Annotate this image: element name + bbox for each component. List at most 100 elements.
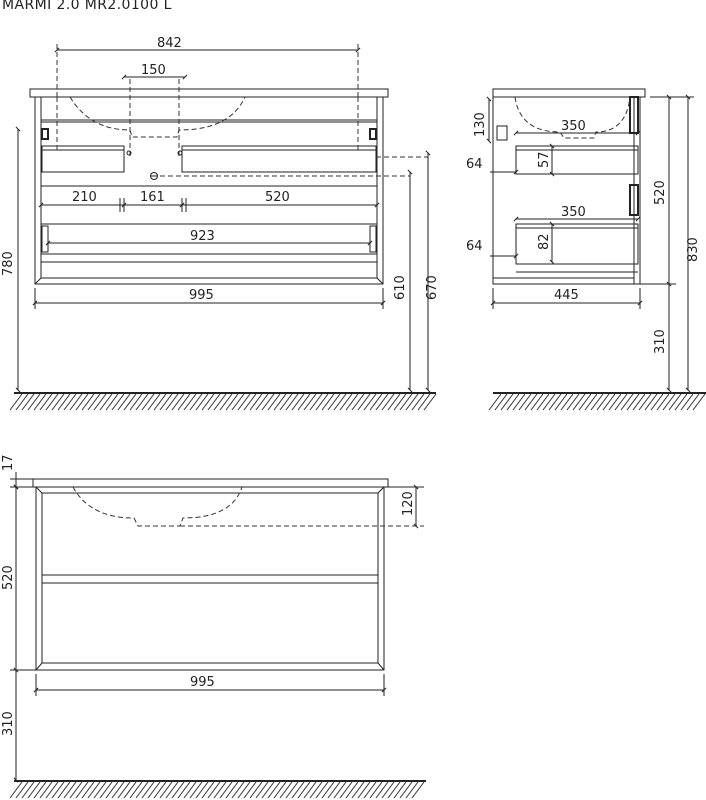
floor-hatch-line (183, 781, 197, 799)
floor-hatch-line (662, 393, 676, 411)
floor-hatch-line (327, 781, 341, 799)
floor-hatch-line (267, 393, 281, 411)
floor-hatch-line (357, 781, 371, 799)
floor-hatch-line (363, 393, 377, 411)
floor-hatch-line (63, 393, 77, 411)
floor-hatch-line (297, 393, 311, 411)
floor-hatch-line (602, 393, 616, 411)
floor-hatch-line (387, 781, 401, 799)
floor-hatch-line (351, 781, 365, 799)
dim-150: 150 (141, 63, 166, 78)
floor-hatch-line (399, 393, 413, 411)
floor-hatch-line (333, 393, 347, 411)
dim-780: 780 (1, 251, 16, 276)
floor-hatch-line (237, 781, 251, 799)
floor-hatch-line (321, 781, 335, 799)
dim-161: 161 (140, 190, 165, 205)
drain-icon (150, 172, 158, 180)
floor-hatch-line (566, 393, 580, 411)
side-countertop (492, 88, 646, 98)
floor-hatch-line (381, 781, 395, 799)
dim-520: 520 (265, 190, 290, 205)
floor-hatch-line (171, 393, 185, 411)
floor-hatch-line (51, 781, 65, 799)
floor-hatch-line (9, 781, 23, 799)
floor-hatch-line (129, 781, 143, 799)
floor-hatch-line (27, 393, 41, 411)
floor-hatch-line (309, 393, 323, 411)
floor-hatch-line (644, 393, 658, 411)
floor-hatch-line (201, 393, 215, 411)
floor-hatch-line (177, 781, 191, 799)
floor-hatch-line (291, 781, 305, 799)
floor-hatch-line (315, 393, 329, 411)
floor-hatch-line (75, 393, 89, 411)
floor-hatch-line (165, 393, 179, 411)
floor-hatch-line (87, 781, 101, 799)
side-view: 350 130 57 64 350 82 64 445 520 310 830 (466, 88, 706, 411)
floor-hatch-line (57, 393, 71, 411)
floor-hatch-line (339, 393, 353, 411)
floor-hatch-line (423, 393, 437, 411)
floor-hatch-line (207, 781, 221, 799)
floor-hatch-line (321, 393, 335, 411)
floor-hatch-line (135, 781, 149, 799)
floor-hatch-line (111, 781, 125, 799)
floor-hatch-line (171, 781, 185, 799)
floor-hatch-line (105, 781, 119, 799)
front2-dim-17: 17 (1, 454, 16, 471)
floor-hatch-line (141, 781, 155, 799)
floor-hatch-line (686, 393, 700, 411)
floor-hatch-line (375, 393, 389, 411)
floor-hatch-line (105, 393, 119, 411)
floor-hatch-line (87, 393, 101, 411)
side-dim-82: 82 (537, 233, 552, 250)
floor-hatch-line (75, 781, 89, 799)
floor-hatch-line (261, 393, 275, 411)
floor-hatch-line (620, 393, 634, 411)
floor-hatch-line (554, 393, 568, 411)
floor-hatch-line (93, 393, 107, 411)
floor-hatch-line (369, 393, 383, 411)
floor-hatch-line (578, 393, 592, 411)
floor-hatch-line (393, 393, 407, 411)
floor-hatch-line (399, 781, 413, 799)
floor-hatch-line (614, 393, 628, 411)
floor-hatch-line (147, 393, 161, 411)
floor-hatch-line (243, 781, 257, 799)
floor-hatch-line (219, 781, 233, 799)
floor-hatch-line (27, 781, 41, 799)
floor-hatch-line (153, 781, 167, 799)
floor-hatch-line (680, 393, 694, 411)
floor-hatch-line (33, 781, 47, 799)
floor-hatch-line (213, 393, 227, 411)
floor-hatch-line (99, 393, 113, 411)
drawing-title: MARMI 2.0 MR2.0100 L (2, 0, 172, 13)
front-drawer-right (181, 145, 377, 173)
floor-hatch-line (123, 393, 137, 411)
floor-hatch-line (39, 781, 53, 799)
front2-cabinet-body (35, 486, 385, 671)
floor-hatch-line (560, 393, 574, 411)
side-basin-outline (514, 96, 631, 139)
floor-hatch-line (51, 393, 65, 411)
floor-hatch-line (69, 781, 83, 799)
floor-hatch-line (195, 781, 209, 799)
floor-hatch-line (327, 393, 341, 411)
floor-hatch-line (63, 781, 77, 799)
floor-hatch-line (237, 393, 251, 411)
floor-hatch-line (93, 781, 107, 799)
floor-hatch-line (393, 781, 407, 799)
floor-hatch-line (596, 393, 610, 411)
side-dim-310: 310 (653, 329, 668, 354)
floor-hatch-line (57, 781, 71, 799)
side-cabinet-body (492, 96, 641, 285)
floor-hatch-line (219, 393, 233, 411)
floor-hatch-line (656, 393, 670, 411)
dim-923: 923 (190, 229, 215, 244)
floor-hatch-line (117, 781, 131, 799)
floor-hatch-line (177, 393, 191, 411)
floor-hatch-line (273, 393, 287, 411)
side-drawer-bottom (515, 223, 639, 265)
front2-dim-995: 995 (190, 675, 215, 690)
